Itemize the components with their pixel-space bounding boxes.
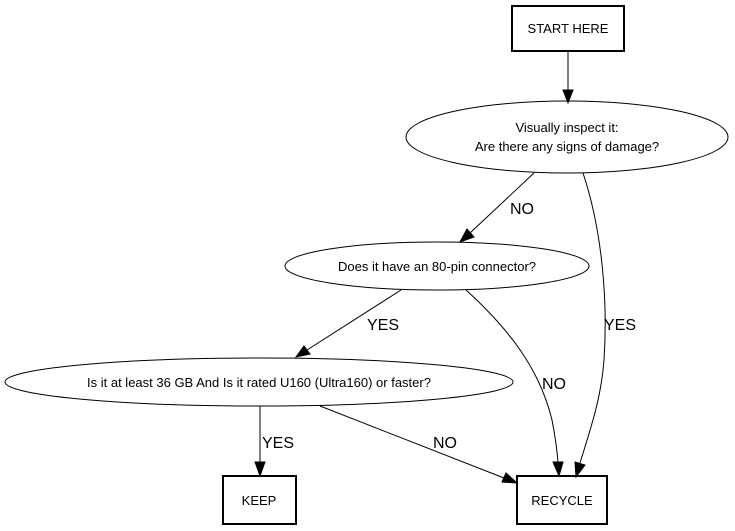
- edge-connector-to-size-check-label: YES: [367, 317, 399, 334]
- edge-connector-to-recycle-arrow: [552, 461, 564, 478]
- edge-start-to-inspect-arrow: [562, 89, 574, 105]
- inspect-label-line1: Visually inspect it:: [515, 120, 618, 135]
- node-size-check: Is it at least 36 GB And Is it rated U16…: [4, 357, 514, 407]
- edge-inspect-to-recycle-line: [579, 172, 606, 464]
- edge-inspect-to-recycle-label: YES: [604, 317, 636, 334]
- edge-start-to-inspect: [562, 52, 574, 105]
- start-label: START HERE: [528, 21, 609, 36]
- edge-connector-to-recycle-label: NO: [542, 376, 566, 393]
- edge-size-check-to-recycle-arrow: [501, 472, 519, 484]
- edge-inspect-to-connector: NO: [458, 172, 535, 243]
- inspect-ellipse: [405, 100, 729, 174]
- edge-size-check-to-recycle-line: [319, 405, 505, 479]
- edge-connector-to-recycle: NO: [465, 289, 566, 478]
- edge-size-check-to-recycle-label: NO: [433, 435, 457, 452]
- edge-connector-to-size-check-line: [306, 289, 402, 351]
- recycle-box: [516, 475, 608, 525]
- edge-inspect-to-connector-arrow: [458, 228, 475, 243]
- edge-inspect-to-recycle-arrow: [574, 461, 586, 479]
- edge-size-check-to-keep-label: YES: [262, 435, 294, 452]
- edge-inspect-to-recycle: YES: [574, 172, 636, 479]
- start-box: [511, 5, 625, 52]
- edge-connector-to-recycle-line: [465, 289, 559, 463]
- recycle-label: RECYCLE: [531, 493, 593, 508]
- keep-box: [222, 475, 297, 525]
- keep-label: KEEP: [242, 493, 277, 508]
- edge-inspect-to-connector-label: NO: [510, 201, 534, 218]
- edge-connector-to-size-check-arrow: [294, 345, 311, 358]
- edge-connector-to-size-check: YES: [294, 289, 402, 358]
- edge-size-check-to-keep-arrow: [254, 461, 266, 478]
- node-start: START HERE: [511, 5, 625, 52]
- node-inspect: Visually inspect it: Are there any signs…: [405, 100, 729, 174]
- node-recycle: RECYCLE: [516, 475, 608, 525]
- inspect-label-line2: Are there any signs of damage?: [475, 139, 659, 154]
- edge-size-check-to-keep: YES: [254, 406, 294, 478]
- node-keep: KEEP: [222, 475, 297, 525]
- size-check-label: Is it at least 36 GB And Is it rated U16…: [87, 375, 431, 390]
- size-check-ellipse: [4, 357, 514, 407]
- node-connector: Does it have an 80-pin connector?: [284, 241, 590, 291]
- edge-size-check-to-recycle: NO: [319, 405, 519, 484]
- connector-ellipse: [284, 241, 590, 291]
- connector-label: Does it have an 80-pin connector?: [338, 259, 536, 274]
- edge-inspect-to-connector-line: [469, 172, 535, 234]
